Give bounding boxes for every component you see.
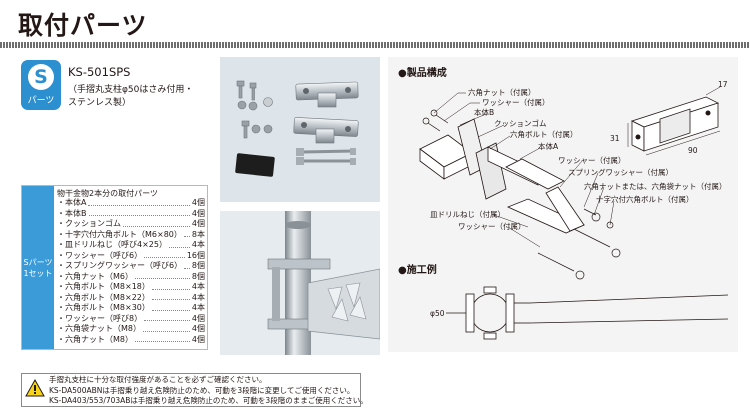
- notice-line: KS-DA403/553/703ABは手摺乗り越え危険防止のため、可動を3段階の…: [49, 396, 368, 405]
- dim-diameter: φ50: [430, 309, 445, 318]
- label-drill-screw: 皿ドリルねじ（付属）: [430, 209, 505, 219]
- label-cross-bolt: 十字穴付六角ボルト（付属）: [596, 194, 694, 204]
- part-name: ・本体A: [57, 198, 87, 207]
- part-name: ・ワッシャー（呼び8）: [57, 313, 143, 323]
- product-code: KS-501SPS: [68, 65, 131, 79]
- dim-31: 31: [610, 134, 620, 143]
- part-name: ・スプリングワッシャー（呼び6）: [57, 261, 183, 270]
- list-item: ・皿ドリルねじ（呼び4×25） 4本: [57, 240, 205, 251]
- list-item: ・本体B 4個: [57, 209, 205, 220]
- label-hex-or-cap-nut: 六角ナットまたは、六角袋ナット（付属）: [584, 181, 727, 191]
- parts-photo: [220, 57, 380, 202]
- part-qty: 4個: [191, 324, 205, 333]
- s-parts-badge: S パーツ: [21, 60, 61, 110]
- part-qty: 4個: [191, 334, 205, 344]
- set-label: Sパーツ: [23, 257, 53, 267]
- page-title: 取付パーツ: [18, 11, 148, 40]
- badge-sub-label: パーツ: [27, 96, 55, 106]
- label-washer-3: ワッシャー（付属）: [458, 221, 526, 231]
- set-label-cell: Sパーツ 1セット: [22, 186, 54, 349]
- part-qty: 8個: [191, 261, 205, 270]
- part-name: ・十字穴付六角ボルト（M6×80）: [57, 229, 182, 239]
- part-name: ・ワッシャー（呼び6）: [57, 250, 143, 260]
- installed-photo: [220, 211, 380, 355]
- list-item: ・六角ナット（M6） 8個: [57, 272, 205, 283]
- part-qty: 4個: [191, 219, 205, 228]
- part-qty: 8本: [191, 229, 205, 239]
- list-item: ・ワッシャー（呼び8） 4個: [57, 314, 205, 325]
- product-description: （手摺丸支柱φ50はさみ付用・ ステンレス製）: [68, 84, 193, 110]
- label-cushion: クッションゴム: [494, 118, 547, 128]
- parts-table: Sパーツ 1セット 物干金物2本分の取付パーツ ・本体A 4個 ・本体B 4個 ・ク…: [21, 185, 208, 350]
- example-heading: ●施工例: [398, 263, 437, 276]
- badge-letter: S: [28, 64, 54, 90]
- diagram-panel: ●製品構成: [388, 57, 738, 352]
- list-item: ・六角ボルト（M8×22） 4本: [57, 293, 205, 304]
- list-item: ・六角ナット（M8） 4個: [57, 335, 205, 346]
- set-count: 1セット: [23, 268, 53, 278]
- part-qty: 16個: [186, 250, 205, 260]
- composition-heading: ●製品構成: [398, 66, 447, 79]
- caution-notice: 手摺丸支柱に十分な取付強度があることを必ずご確認ください。 KS-DA500AB…: [21, 373, 368, 407]
- list-item: ・スプリングワッシャー（呼び6） 8個: [57, 261, 205, 272]
- part-name: ・本体B: [57, 208, 87, 218]
- label-hex-bolt: 六角ボルト（付属）: [510, 129, 578, 139]
- dim-17: 17: [718, 80, 728, 89]
- title-divider: [0, 42, 750, 48]
- list-item: ・十字穴付六角ボルト（M6×80） 8本: [57, 230, 205, 241]
- list-item: ・六角袋ナット（M8） 4個: [57, 324, 205, 335]
- label-spring-washer: スプリングワッシャー（付属）: [568, 167, 673, 177]
- parts-list: ・本体A 4個 ・本体B 4個 ・クッションゴム 4個 ・十字穴付六角ボルト（M6×8…: [57, 198, 205, 345]
- warning-icon: [25, 379, 45, 397]
- part-name: ・クッションゴム: [57, 219, 121, 228]
- part-qty: 4本: [191, 292, 205, 302]
- part-qty: 4本: [191, 240, 205, 249]
- list-item: ・ワッシャー（呼び6） 16個: [57, 251, 205, 262]
- list-item: ・本体A 4個: [57, 198, 205, 209]
- list-item: ・六角ボルト（M8×30） 4本: [57, 303, 205, 314]
- list-item: ・クッションゴム 4個: [57, 219, 205, 230]
- part-qty: 4個: [191, 208, 205, 218]
- parts-table-header: 物干金物2本分の取付パーツ: [57, 189, 158, 198]
- label-washer-2: ワッシャー（付属）: [558, 155, 626, 165]
- label-body-b: 本体B: [474, 107, 494, 117]
- list-item: ・六角ボルト（M8×18） 4本: [57, 282, 205, 293]
- part-name: ・六角ボルト（M8×22）: [57, 292, 150, 302]
- part-qty: 8個: [191, 271, 205, 281]
- part-name: ・六角袋ナット（M8）: [57, 324, 141, 333]
- label-body-a: 本体A: [538, 141, 559, 151]
- part-name: ・六角ナット（M6）: [57, 271, 133, 281]
- dim-90: 90: [688, 146, 698, 155]
- label-washer: ワッシャー（付属）: [482, 97, 550, 107]
- desc-line: ステンレス製）: [68, 98, 132, 108]
- part-qty: 4個: [191, 313, 205, 323]
- part-qty: 4本: [191, 303, 205, 312]
- part-name: ・六角ナット（M8）: [57, 334, 133, 344]
- part-name: ・皿ドリルねじ（呼び4×25）: [57, 240, 167, 249]
- part-qty: 4個: [191, 198, 205, 207]
- part-name: ・六角ボルト（M8×30）: [57, 303, 150, 312]
- desc-line: （手摺丸支柱φ50はさみ付用・: [68, 85, 194, 95]
- part-qty: 4本: [191, 282, 205, 291]
- notice-line: 手摺丸支柱に十分な取付強度があることを必ずご確認ください。: [49, 375, 267, 384]
- part-name: ・六角ボルト（M8×18）: [57, 282, 150, 291]
- notice-line: KS-DA500ABNは手摺乗り越え危険防止のため、可動を3段階に変更してご使用…: [49, 385, 355, 395]
- label-hex-nut: 六角ナット（付属）: [468, 87, 536, 97]
